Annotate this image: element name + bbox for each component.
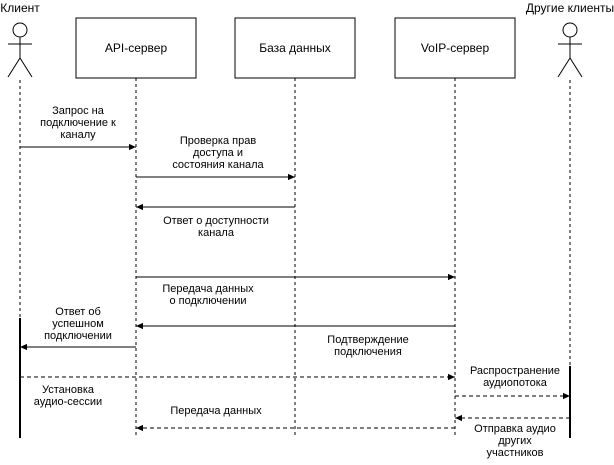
message-label-line: успешном bbox=[52, 318, 104, 330]
message-label-line: Передача данных bbox=[162, 283, 254, 295]
actor-label: Другие клиенты bbox=[526, 1, 614, 15]
participant-box bbox=[75, 17, 197, 79]
message-label-line: других bbox=[498, 435, 532, 447]
activation-others bbox=[569, 366, 571, 438]
message-label-line: каналу bbox=[60, 129, 96, 141]
actor-others: Другие клиенты bbox=[526, 1, 614, 78]
message-label-line: о подключении bbox=[170, 295, 247, 307]
participant-box bbox=[394, 17, 516, 79]
message-label-line: Запрос на bbox=[52, 105, 105, 117]
message-label-line: участников bbox=[486, 447, 543, 459]
message-label-line: Отправка аудио bbox=[474, 423, 556, 435]
message-label-line: Ответ об bbox=[55, 306, 101, 318]
message-label-line: Подтверждение bbox=[327, 334, 408, 346]
actor-client: Клиент bbox=[0, 1, 40, 78]
message-label-line: Ответ о доступности bbox=[163, 215, 269, 227]
message-label-line: Передача данных bbox=[170, 405, 262, 417]
message-label-line: подключения bbox=[334, 346, 402, 358]
message-label-line: доступа и bbox=[193, 147, 243, 159]
message-label-line: Распространение bbox=[470, 365, 560, 377]
participant-box bbox=[234, 17, 356, 79]
message-label-line: подключении bbox=[44, 330, 112, 342]
message-10: Передача данных bbox=[136, 405, 455, 432]
participant-label: API-сервер bbox=[105, 41, 168, 55]
participant-label: База данных bbox=[259, 41, 330, 55]
message-label-line: канала bbox=[198, 227, 235, 239]
message-label-line: Установка bbox=[42, 384, 95, 396]
activation-client bbox=[19, 318, 21, 438]
message-label-line: Проверка прав bbox=[180, 135, 257, 147]
participant-api: API-сервер bbox=[75, 17, 197, 79]
actor-stick-figure-icon bbox=[7, 22, 33, 78]
message-label-line: аудиопотока bbox=[483, 377, 548, 389]
actor-stick-figure-icon bbox=[557, 22, 583, 78]
message-label-line: подключение к bbox=[40, 117, 116, 129]
participant-voip: VoIP-сервер bbox=[394, 17, 516, 79]
message-label-line: состояния канала bbox=[172, 159, 264, 171]
message-label: Передача данных bbox=[170, 405, 262, 417]
message-label-line: аудио-сессии bbox=[34, 396, 102, 408]
actor-label: Клиент bbox=[0, 1, 40, 15]
participant-label: VoIP-сервер bbox=[421, 41, 490, 55]
participant-db: База данных bbox=[234, 17, 356, 79]
